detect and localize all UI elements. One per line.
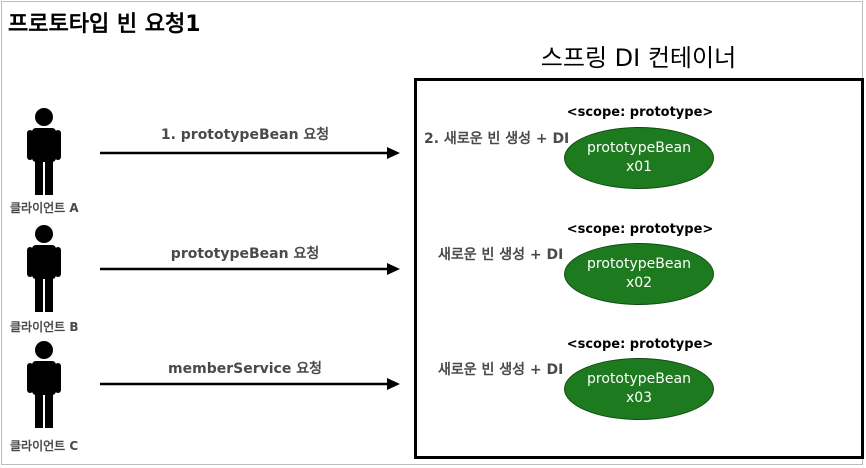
request-arrow-b <box>100 263 400 275</box>
request-label-a: 1. prototypeBean 요청 <box>160 127 330 143</box>
bean-id: x02 <box>625 275 653 291</box>
bean-x02: prototypeBean x02 <box>564 243 714 305</box>
bean-x03: prototypeBean x03 <box>564 358 714 420</box>
diagram-title: 프로토타입 빈 요청1 <box>8 12 201 37</box>
bean-x01: prototypeBean x01 <box>564 127 714 189</box>
client-label-a: 클라이언트 A <box>10 201 79 215</box>
scope-label-b: <scope: prototype> <box>566 222 714 237</box>
client-label-c: 클라이언트 C <box>10 439 79 453</box>
person-icon <box>27 341 61 428</box>
person-icon <box>27 108 61 195</box>
bean-name: prototypeBean <box>587 371 691 387</box>
request-label-b: prototypeBean 요청 <box>170 246 320 262</box>
bean-id: x03 <box>625 390 653 406</box>
create-label-a: 2. 새로운 빈 생성 + DI <box>424 131 570 147</box>
container-box <box>414 78 864 459</box>
person-icon <box>27 225 61 312</box>
bean-id: x01 <box>625 159 653 175</box>
request-arrow-c <box>100 378 400 390</box>
bean-name: prototypeBean <box>587 140 691 156</box>
client-label-b: 클라이언트 B <box>10 320 79 334</box>
scope-label-c: <scope: prototype> <box>566 337 714 352</box>
scope-label-a: <scope: prototype> <box>566 105 714 120</box>
request-label-c: memberService 요청 <box>168 361 322 377</box>
container-label: 스프링 DI 컨테이너 <box>540 44 737 72</box>
bean-name: prototypeBean <box>587 256 691 272</box>
request-arrow-a <box>100 147 400 159</box>
create-label-c: 새로운 빈 생성 + DI <box>438 362 564 378</box>
create-label-b: 새로운 빈 생성 + DI <box>438 247 564 263</box>
